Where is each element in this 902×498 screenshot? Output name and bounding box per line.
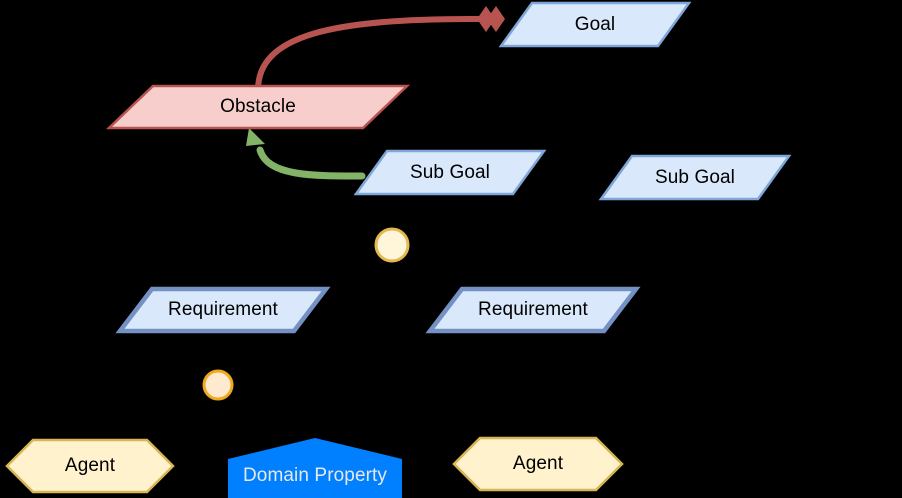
resolution-edge[interactable] xyxy=(246,128,366,180)
node-domain-property[interactable]: Domain Property xyxy=(228,438,402,498)
node-agent-left[interactable]: Agent xyxy=(5,438,175,494)
node-subgoal-left[interactable]: Sub Goal xyxy=(353,149,547,196)
node-goal[interactable]: Goal xyxy=(498,1,692,48)
refinement-circle-lower[interactable] xyxy=(202,369,234,401)
node-requirement-right[interactable]: Requirement xyxy=(425,286,641,334)
node-subgoal-right[interactable]: Sub Goal xyxy=(598,154,792,201)
node-obstacle[interactable]: Obstacle xyxy=(105,84,411,130)
refinement-circle-upper[interactable] xyxy=(374,227,410,263)
node-requirement-left[interactable]: Requirement xyxy=(115,286,331,334)
node-agent-right[interactable]: Agent xyxy=(452,436,624,492)
obstruction-edge[interactable] xyxy=(255,6,505,93)
